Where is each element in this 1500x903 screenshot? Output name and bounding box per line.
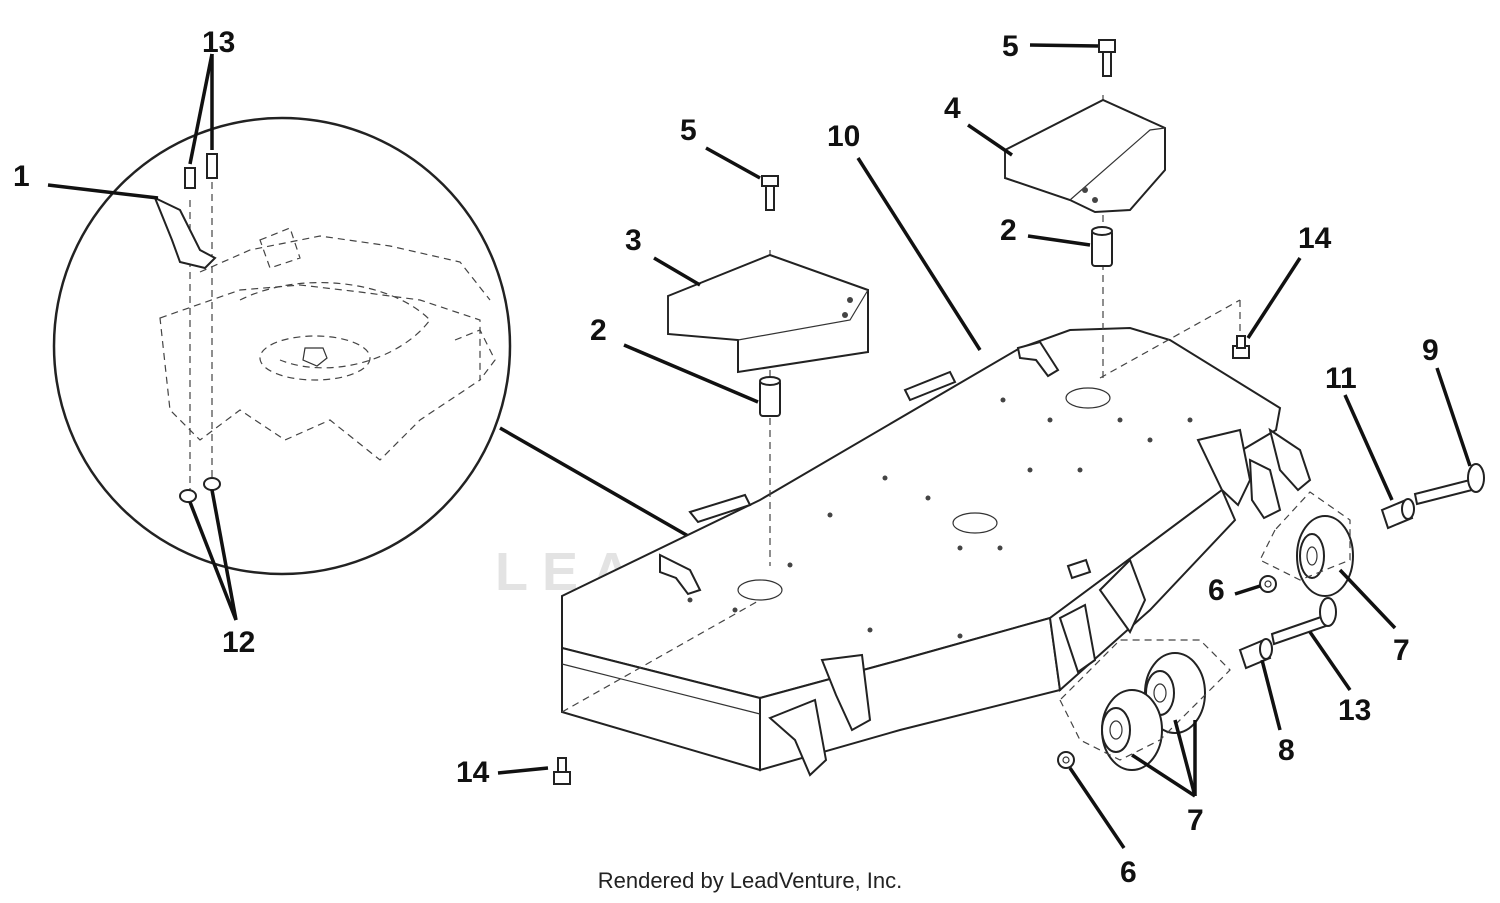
leader-lines <box>47 43 1472 849</box>
callout-11: 11 <box>1325 362 1357 395</box>
bolt-13-wheel <box>1270 597 1337 646</box>
bolt-14-right <box>1232 335 1250 359</box>
callout-13-wheel: 13 <box>1338 694 1371 727</box>
wheel-7-rear <box>1296 515 1354 597</box>
callout-2-right: 2 <box>1000 214 1017 247</box>
detail-inset <box>52 116 717 576</box>
callout-7-front: 7 <box>1187 804 1204 837</box>
callout-6-upper: 6 <box>1208 574 1225 607</box>
callout-13-detail: 13 <box>202 26 235 59</box>
callout-2-left: 2 <box>590 314 607 347</box>
callout-5-left: 5 <box>680 114 697 147</box>
nut-6-lower <box>1057 751 1075 769</box>
callout-7-rear: 7 <box>1393 634 1410 667</box>
callout-3: 3 <box>625 224 642 257</box>
callout-14-right: 14 <box>1298 222 1332 255</box>
callout-12: 12 <box>222 626 255 659</box>
bolt-9 <box>1413 463 1485 506</box>
footer-credit: Rendered by LeadVenture, Inc. <box>597 868 903 893</box>
wheel-7-front-a <box>1101 689 1163 771</box>
callout-8: 8 <box>1278 734 1295 767</box>
callout-1: 1 <box>13 160 30 193</box>
spacer-2-right <box>1091 226 1113 267</box>
callout-14-left: 14 <box>456 756 490 789</box>
discharge-shield-4 <box>1004 98 1166 214</box>
bolt-14-left <box>553 757 571 785</box>
mower-deck <box>561 326 1312 777</box>
bolt-5-right <box>1098 39 1116 77</box>
callout-4: 4 <box>944 92 961 125</box>
discharge-shield-3 <box>667 253 869 374</box>
deck-hole-dots <box>687 397 1193 639</box>
nut-6-upper <box>1259 575 1277 593</box>
bolt-5-left <box>761 175 779 211</box>
spacer-8 <box>1238 638 1273 670</box>
callout-6-lower: 6 <box>1120 856 1137 889</box>
spacer-11 <box>1380 498 1415 530</box>
callout-5-right: 5 <box>1002 30 1019 63</box>
callout-10: 10 <box>827 120 860 153</box>
callout-9: 9 <box>1422 334 1439 367</box>
callout-labels: 1 13 12 5 5 3 4 2 2 10 14 9 11 6 7 13 8 … <box>13 26 1439 889</box>
detail-connector-line <box>499 426 717 554</box>
spacer-2-left <box>759 376 781 417</box>
